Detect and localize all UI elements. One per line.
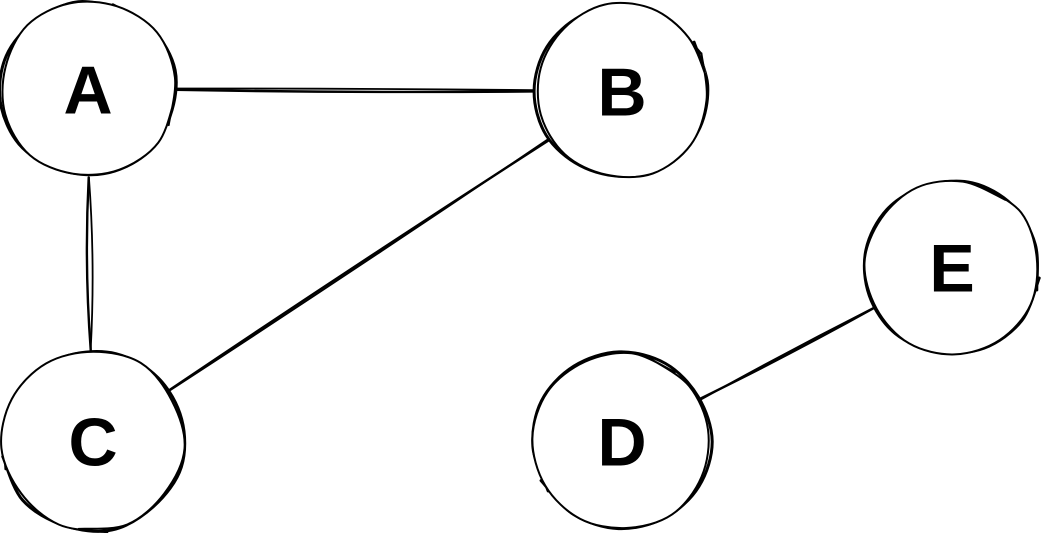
node-circle-outline-2 <box>536 1 709 179</box>
node-circle-outline-2 <box>531 351 710 530</box>
edge-A-B <box>174 87 536 94</box>
node-B: B <box>532 1 710 179</box>
node-label-A: A <box>63 52 112 128</box>
node-C: C <box>0 350 187 533</box>
node-E: E <box>862 179 1041 356</box>
node-label-C: C <box>68 404 117 480</box>
edge-A-C <box>85 176 94 353</box>
edge-B-C <box>167 137 552 393</box>
node-label-B: B <box>597 54 646 130</box>
node-circle-outline-2 <box>1 0 177 176</box>
node-label-D: D <box>597 404 646 480</box>
edge-stroke <box>174 88 536 94</box>
node-circle-outline-2 <box>0 350 186 533</box>
edge-stroke <box>176 87 535 92</box>
node-A: A <box>0 0 178 177</box>
edge-stroke <box>88 176 94 350</box>
edges-layer <box>85 87 877 401</box>
edge-stroke <box>167 137 551 393</box>
node-label-E: E <box>929 230 974 306</box>
edge-D-E <box>698 306 877 401</box>
edge-stroke <box>699 306 877 401</box>
node-circle-outline-2 <box>863 179 1039 356</box>
node-D: D <box>531 350 714 531</box>
edge-stroke <box>85 176 92 353</box>
